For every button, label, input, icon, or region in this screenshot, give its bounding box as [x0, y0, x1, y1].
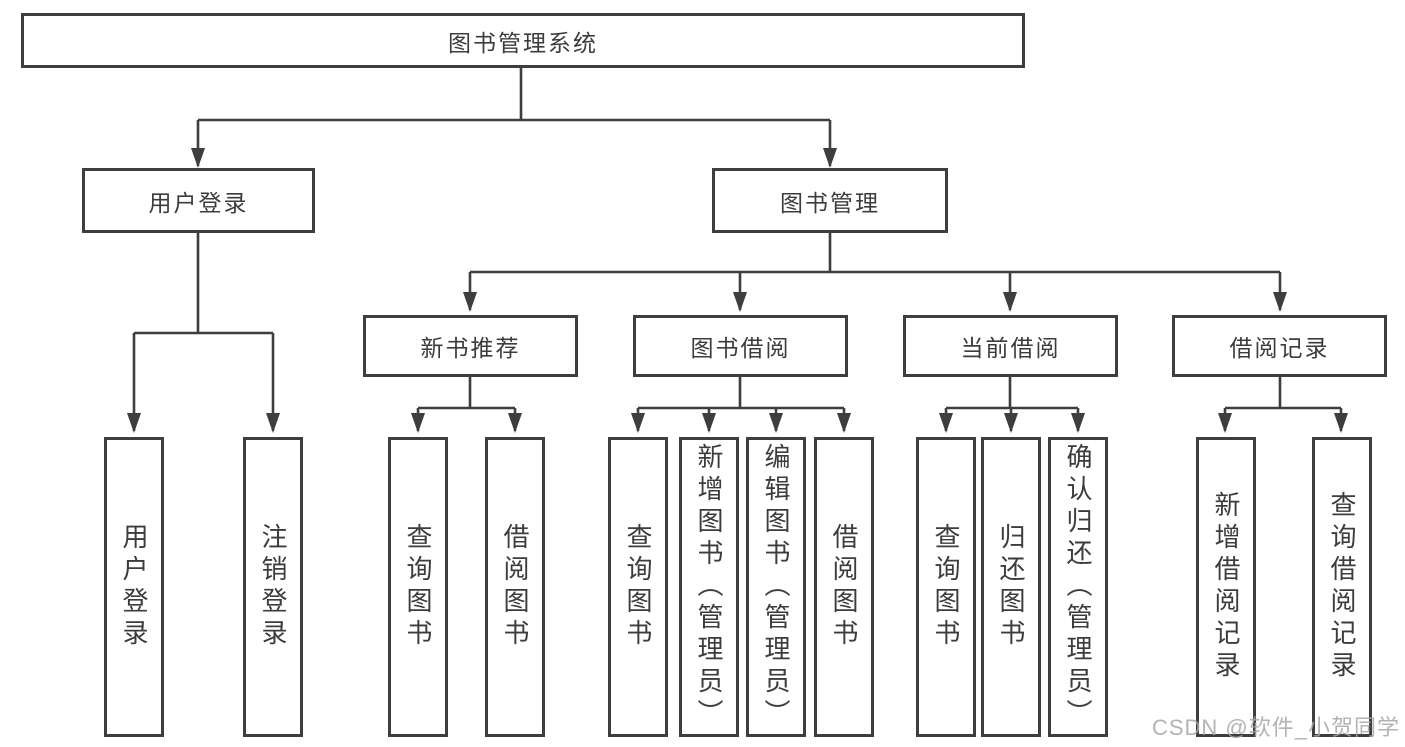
leaf-borrow-books-label: 借阅图书 — [829, 523, 859, 651]
leaf-confirm-return-admin-label: 确认归还（管理员） — [1063, 443, 1093, 731]
csdn-watermark: CSDN @软件_小贺同学 — [1151, 715, 1400, 740]
leaf-add-borrow-record-label: 新增借阅记录 — [1211, 491, 1241, 683]
leaf-user-login: 用户登录 — [104, 437, 164, 737]
leaf-query-books-recommend: 查询图书 — [388, 437, 448, 737]
leaf-query-books-recommend-label: 查询图书 — [403, 523, 433, 651]
leaf-query-books-borrow: 查询图书 — [608, 437, 668, 737]
node-borrowing-records: 借阅记录 — [1172, 315, 1387, 377]
node-current-borrowing: 当前借阅 — [903, 315, 1118, 377]
leaf-query-books-current-label: 查询图书 — [931, 523, 961, 651]
node-library-management-system: 图书管理系统 — [21, 13, 1025, 68]
leaf-user-login-label: 用户登录 — [119, 523, 149, 651]
leaf-query-books-borrow-label: 查询图书 — [623, 523, 653, 651]
leaf-query-books-current: 查询图书 — [916, 437, 976, 737]
node-new-book-recommendation: 新书推荐 — [363, 315, 578, 377]
leaf-add-books-admin: 新增图书（管理员） — [679, 437, 739, 737]
leaf-edit-books-admin-label: 编辑图书（管理员） — [761, 443, 791, 731]
leaf-return-books: 归还图书 — [981, 437, 1041, 737]
leaf-edit-books-admin: 编辑图书（管理员） — [746, 437, 806, 737]
leaf-borrow-books: 借阅图书 — [814, 437, 874, 737]
leaf-return-books-label: 归还图书 — [996, 523, 1026, 651]
leaf-borrow-books-recommend: 借阅图书 — [485, 437, 545, 737]
leaf-add-books-admin-label: 新增图书（管理员） — [694, 443, 724, 731]
leaf-confirm-return-admin: 确认归还（管理员） — [1048, 437, 1108, 737]
leaf-query-borrow-record: 查询借阅记录 — [1312, 437, 1372, 737]
node-book-borrowing: 图书借阅 — [633, 315, 848, 377]
leaf-logout: 注销登录 — [243, 437, 303, 737]
node-user-login: 用户登录 — [82, 168, 315, 233]
node-book-management: 图书管理 — [712, 168, 948, 233]
leaf-borrow-books-recommend-label: 借阅图书 — [500, 523, 530, 651]
leaf-query-borrow-record-label: 查询借阅记录 — [1327, 491, 1357, 683]
leaf-logout-label: 注销登录 — [258, 523, 288, 651]
leaf-add-borrow-record: 新增借阅记录 — [1196, 437, 1256, 737]
